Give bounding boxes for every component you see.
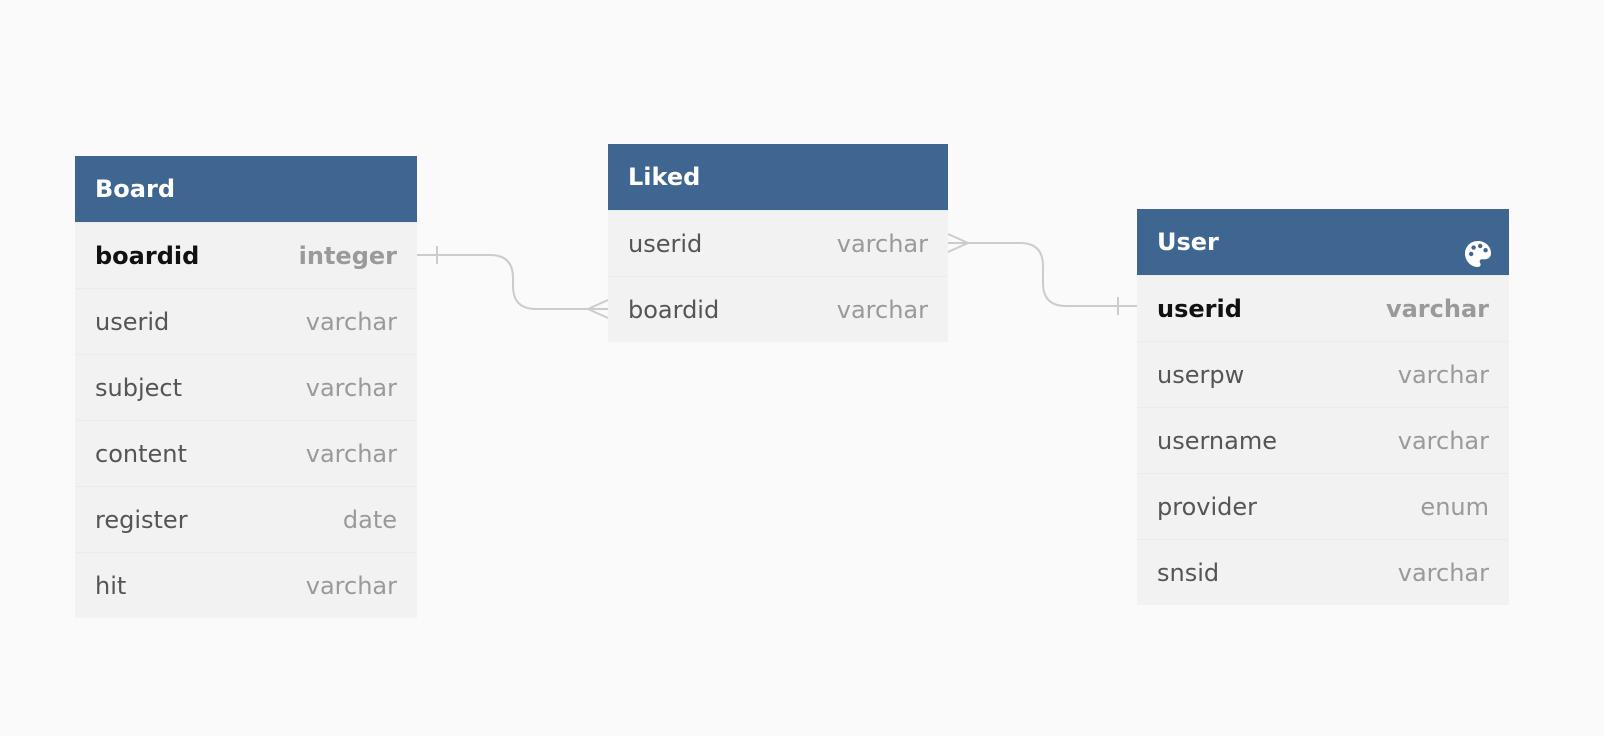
field-type: integer [298, 241, 397, 270]
field-name: hit [95, 571, 127, 600]
field-type: varchar [305, 571, 397, 600]
field-row-boardid[interactable]: boardid varchar [608, 276, 948, 342]
field-type: varchar [1397, 360, 1489, 389]
field-type: date [342, 505, 397, 534]
field-name: userid [628, 229, 703, 258]
table-board[interactable]: Board boardid integer userid varchar sub… [75, 156, 417, 618]
field-row-username[interactable]: username varchar [1137, 407, 1509, 473]
field-type: varchar [1385, 294, 1489, 323]
table-header-user[interactable]: User [1137, 209, 1509, 275]
field-name: userid [95, 307, 170, 336]
table-header-liked[interactable]: Liked [608, 144, 948, 210]
field-type: varchar [305, 373, 397, 402]
palette-icon[interactable] [1463, 228, 1493, 267]
field-name: register [95, 505, 188, 534]
field-name: snsid [1157, 558, 1220, 587]
table-title: Board [95, 175, 175, 203]
field-row-subject[interactable]: subject varchar [75, 354, 417, 420]
table-title: User [1157, 228, 1219, 256]
connector-board-liked[interactable] [417, 254, 608, 310]
field-name: boardid [628, 295, 720, 324]
field-name: provider [1157, 492, 1257, 521]
field-name: subject [95, 373, 182, 402]
field-name: username [1157, 426, 1277, 455]
field-name: userpw [1157, 360, 1245, 389]
field-type: varchar [836, 229, 928, 258]
field-type: enum [1420, 492, 1489, 521]
field-type: varchar [1397, 558, 1489, 587]
field-row-userpw[interactable]: userpw varchar [1137, 341, 1509, 407]
field-name: content [95, 439, 187, 468]
field-row-register[interactable]: register date [75, 486, 417, 552]
many-marker-liked-userid [947, 233, 971, 253]
field-row-userid[interactable]: userid varchar [608, 210, 948, 276]
field-row-userid[interactable]: userid varchar [1137, 275, 1509, 341]
field-row-snsid[interactable]: snsid varchar [1137, 539, 1509, 605]
table-title: Liked [628, 163, 701, 191]
field-row-boardid[interactable]: boardid integer [75, 222, 417, 288]
field-name: boardid [95, 241, 200, 270]
many-marker-liked-boardid [585, 299, 609, 319]
field-type: varchar [305, 307, 397, 336]
connector-liked-user[interactable] [948, 242, 1137, 307]
field-type: varchar [1397, 426, 1489, 455]
field-row-content[interactable]: content varchar [75, 420, 417, 486]
field-type: varchar [836, 295, 928, 324]
table-user[interactable]: User userid varchar userpw varchar usern… [1137, 209, 1509, 605]
table-liked[interactable]: Liked userid varchar boardid varchar [608, 144, 948, 342]
field-row-hit[interactable]: hit varchar [75, 552, 417, 618]
table-header-board[interactable]: Board [75, 156, 417, 222]
field-row-userid[interactable]: userid varchar [75, 288, 417, 354]
field-name: userid [1157, 294, 1242, 323]
field-type: varchar [305, 439, 397, 468]
field-row-provider[interactable]: provider enum [1137, 473, 1509, 539]
